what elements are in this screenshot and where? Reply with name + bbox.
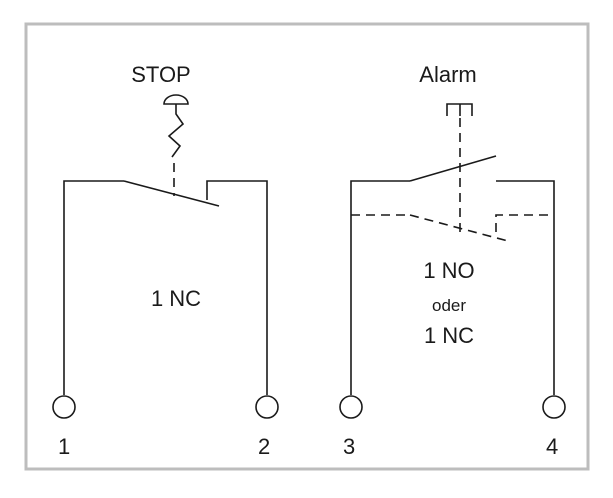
stop-label: STOP (131, 62, 191, 87)
terminal-4-label: 4 (546, 434, 558, 459)
terminal-1-label: 1 (58, 434, 70, 459)
nc-alt-contact-label: 1 NC (424, 323, 474, 348)
nc-contact-label: 1 NC (151, 286, 201, 311)
no-contact-label: 1 NO (423, 258, 474, 283)
no-fixed-contact (496, 180, 555, 395)
terminal-2-label: 2 (258, 434, 270, 459)
nc-alt-fixed-contact (495, 214, 554, 232)
alarm-switch-group: Alarm 1 NO oder 1 NC 3 4 (339, 62, 566, 459)
no-contact-blade (409, 155, 497, 182)
left-wire-terminal-1 (63, 180, 124, 395)
nc-fixed-contact (206, 180, 268, 395)
alarm-label: Alarm (419, 62, 476, 87)
stop-switch-group: STOP 1 NC 1 2 (52, 62, 279, 459)
diagram-frame (24, 22, 590, 471)
terminal-1 (52, 395, 76, 419)
button-stem (167, 104, 185, 158)
mushroom-button-icon (163, 94, 189, 105)
right-wire-terminal-3 (350, 180, 410, 395)
terminal-3-label: 3 (343, 434, 355, 459)
oder-label: oder (432, 296, 466, 315)
nc-alt-contact-blade (409, 214, 509, 242)
nc-contact-blade (123, 180, 220, 207)
terminal-4 (542, 395, 566, 419)
terminal-2 (255, 395, 279, 419)
terminal-3 (339, 395, 363, 419)
alarm-actuator-icon (446, 103, 473, 116)
